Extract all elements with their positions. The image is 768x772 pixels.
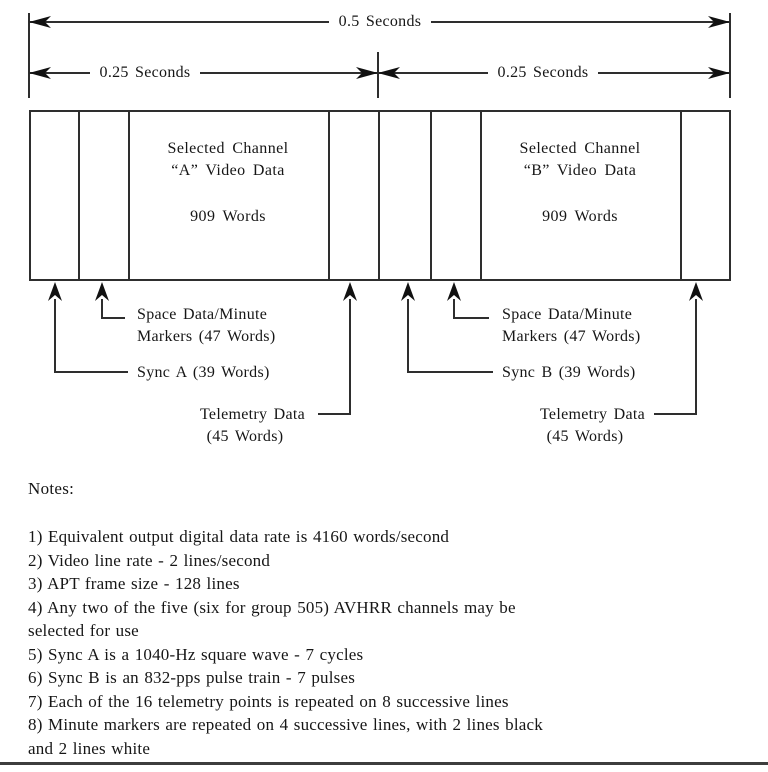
space-data-b-label: Space Data/Minute Markers (47 Words) [502,304,640,347]
arrowhead-left-icon [378,66,400,80]
callout-elbow-telemetry-a [318,413,351,415]
callout-elbow-space-a [101,317,125,319]
video-a-size: 909 Words [190,208,266,225]
cell-divider [680,112,682,279]
telemetry-a-line1: Telemetry Data [199,406,305,423]
space-data-b-line1: Space Data/Minute [502,306,633,323]
notes-list: 1) Equivalent output digital data rate i… [28,525,742,760]
dimension-label-first-half: 0.25 Seconds [90,63,200,83]
space-data-b-line2: Markers (47 Words) [502,327,641,345]
note-line: 5) Sync A is a 1040-Hz square wave - 7 c… [28,644,364,664]
callout-stem-space-a [101,299,103,319]
cell-divider [328,112,330,279]
note-line: 2) Video line rate - 2 lines/second [28,550,271,570]
note-line: 4) Any two of the five (six for group 50… [28,597,516,617]
cell-divider [128,112,130,279]
callout-elbow-sync-a [54,371,128,373]
space-data-a-label: Space Data/Minute Markers (47 Words) [137,304,275,347]
dimension-label-second-half: 0.25 Seconds [488,63,598,83]
cell-divider [430,112,432,279]
note-line: 7) Each of the 16 telemetry points is re… [28,691,509,711]
video-cell-a: Selected Channel “A” Video Data 909 Word… [128,112,328,279]
sync-b-label: Sync B (39 Words) [502,364,636,381]
dimension-line-first-half [29,72,379,74]
arrowhead-left-icon [29,66,51,80]
arrowhead-left-icon [29,15,51,29]
up-arrow-telemetry-b-icon [689,282,703,301]
space-data-a-line1: Space Data/Minute [137,306,268,323]
arrowhead-right-icon [356,66,378,80]
telemetry-b-line2: (45 Words) [546,427,624,445]
extension-line-center [377,52,379,98]
telemetry-b-label: Telemetry Data (45 Words) [525,404,645,447]
arrowhead-right-icon [708,15,730,29]
callout-stem-space-b [453,299,455,319]
up-arrow-space-b-icon [447,282,461,301]
video-cell-b: Selected Channel “B” Video Data 909 Word… [480,112,680,279]
video-b-size: 909 Words [542,208,618,225]
cell-divider [480,112,482,279]
telemetry-a-label: Telemetry Data (45 Words) [185,404,305,447]
note-line: 3) APT frame size - 128 lines [28,574,240,593]
cell-divider [378,112,380,279]
extension-line-left [28,13,30,98]
up-arrow-space-a-icon [95,282,109,301]
up-arrow-telemetry-a-icon [343,282,357,301]
up-arrow-sync-a-icon [48,282,62,301]
note-line: and 2 lines white [28,738,151,758]
callout-elbow-space-b [453,317,489,319]
note-line: 1) Equivalent output digital data rate i… [28,527,450,546]
bottom-rule [0,762,768,765]
callout-elbow-sync-b [407,371,493,373]
callout-stem-telemetry-a [349,299,351,415]
note-line: selected for use [28,621,139,640]
video-b-title-line2: “B” Video Data [523,162,637,179]
up-arrow-sync-b-icon [401,282,415,301]
callout-stem-telemetry-b [695,299,697,415]
extension-line-right [729,13,731,98]
video-a-title-line2: “A” Video Data [171,162,285,179]
apt-frame-box: Selected Channel “A” Video Data 909 Word… [29,110,731,281]
note-line: 6) Sync B is an 832-pps pulse train - 7 … [28,668,356,687]
callout-stem-sync-a [54,299,56,373]
sync-a-label: Sync A (39 Words) [137,364,270,381]
callout-stem-sync-b [407,299,409,373]
note-line: 8) Minute markers are repeated on 4 succ… [28,715,543,734]
video-b-title-line1: Selected Channel [519,140,641,157]
space-data-a-line2: Markers (47 Words) [137,327,276,345]
notes-title: Notes: [28,479,75,498]
video-a-title-line1: Selected Channel [167,140,289,157]
telemetry-b-line1: Telemetry Data [539,406,645,423]
callout-elbow-telemetry-b [654,413,697,415]
telemetry-a-line2: (45 Words) [206,427,284,445]
dimension-label-total: 0.5 Seconds [329,12,431,32]
cell-divider [78,112,80,279]
arrowhead-right-icon [708,66,730,80]
